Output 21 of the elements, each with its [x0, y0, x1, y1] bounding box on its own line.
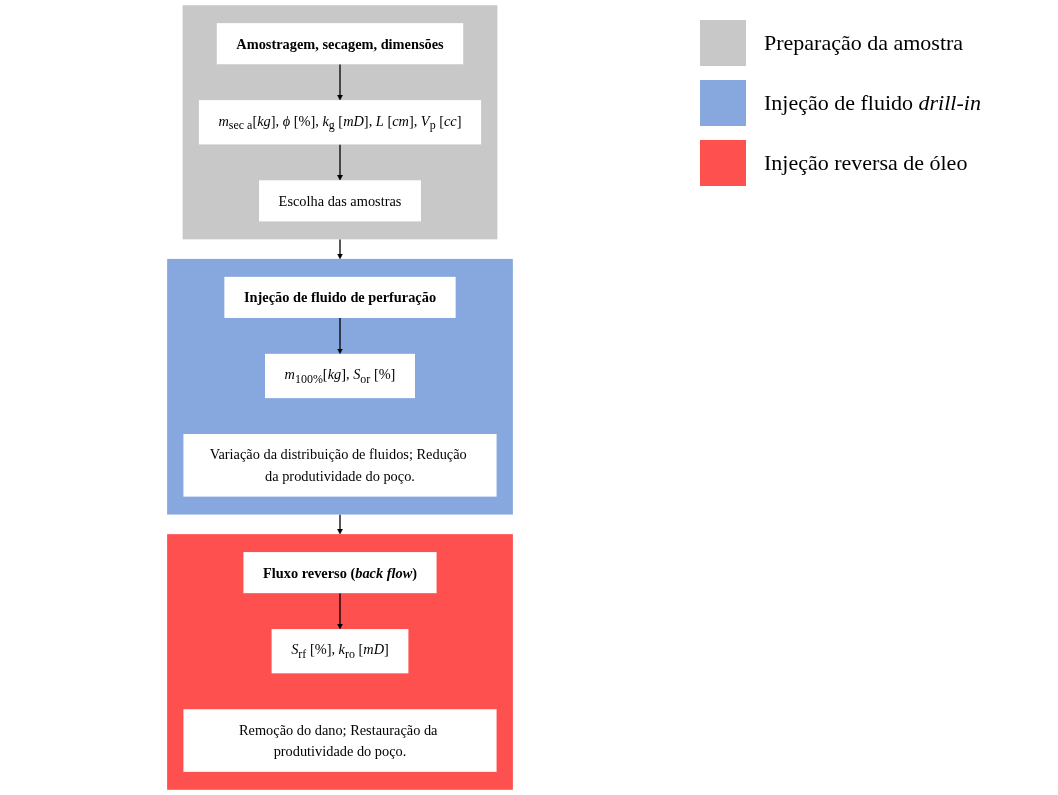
- arrow: [337, 143, 343, 181]
- arrow: [337, 592, 343, 630]
- node-box: m$_{100%}$[kg], S$_{or}$ [%]: [265, 353, 415, 399]
- legend-label: Preparação da amostra: [764, 30, 964, 56]
- legend-label: Injeção de fluido drill-in: [764, 90, 981, 116]
- node-box: Variação da distribuição de fluidos; Redução da produtividade do poço.: [183, 434, 497, 497]
- node-box: S$_{rf}$ [%], k$_{ro}$ [mD]: [271, 629, 409, 674]
- node-box: Amostragem, secagem, dimensões: [216, 23, 464, 65]
- cluster: [167, 258, 513, 515]
- node-box: m$_{sec a}$[kg], ϕ [%], k$_{g}$ [mD], L [cm], V$_{p}$ [cc]: [198, 100, 482, 145]
- arrow: [337, 317, 343, 355]
- legend-label: Injeção reversa de óleo: [764, 150, 968, 176]
- arrow: [337, 63, 343, 101]
- node-box: Injeção de fluido de perfuração: [224, 276, 456, 318]
- arrow: [337, 238, 343, 260]
- cluster: [167, 534, 513, 790]
- node-box: Remoção do dano; Restauração da produtividade do poço.: [183, 709, 497, 772]
- arrow: [337, 513, 343, 535]
- node-box: Fluxo reverso (back flow): [243, 552, 437, 594]
- node-box: Escolha das amostras: [259, 180, 421, 222]
- cluster: [182, 5, 498, 240]
